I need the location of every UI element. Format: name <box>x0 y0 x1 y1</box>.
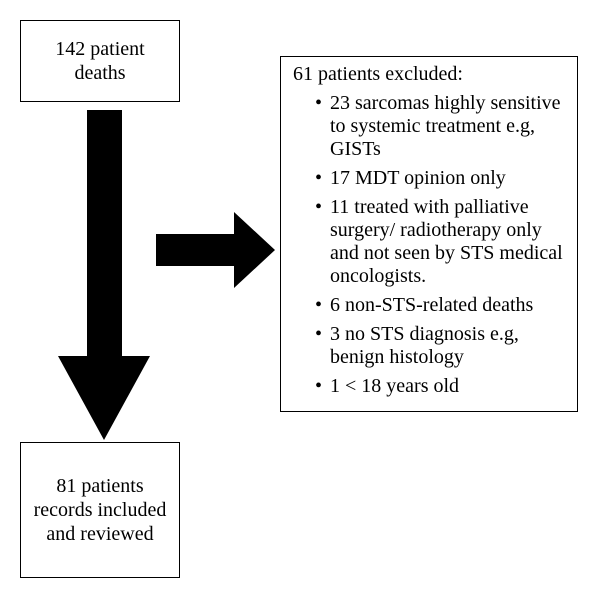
end-box-text: 81 patients records included and reviewe… <box>33 475 167 545</box>
right-arrow <box>156 212 275 288</box>
exclusion-list: 23 sarcomas highly sensitive to systemic… <box>293 92 567 398</box>
exclusion-item: 17 MDT opinion only <box>315 167 567 190</box>
exclusion-item: 3 no STS diagnosis e.g, benign histology <box>315 323 567 369</box>
exclusion-item: 23 sarcomas highly sensitive to systemic… <box>315 92 567 161</box>
end-box: 81 patients records included and reviewe… <box>20 442 180 578</box>
start-box-text: 142 patient deaths <box>55 38 145 84</box>
start-box: 142 patient deaths <box>20 20 180 102</box>
exclusion-item: 1 < 18 years old <box>315 375 567 398</box>
exclusion-heading: 61 patients excluded: <box>293 63 463 85</box>
exclusion-box: 61 patients excluded: 23 sarcomas highly… <box>280 56 578 412</box>
exclusion-item: 11 treated with palliative surgery/ radi… <box>315 196 567 288</box>
exclusion-item: 6 non-STS-related deaths <box>315 294 567 317</box>
down-arrow <box>58 110 150 440</box>
